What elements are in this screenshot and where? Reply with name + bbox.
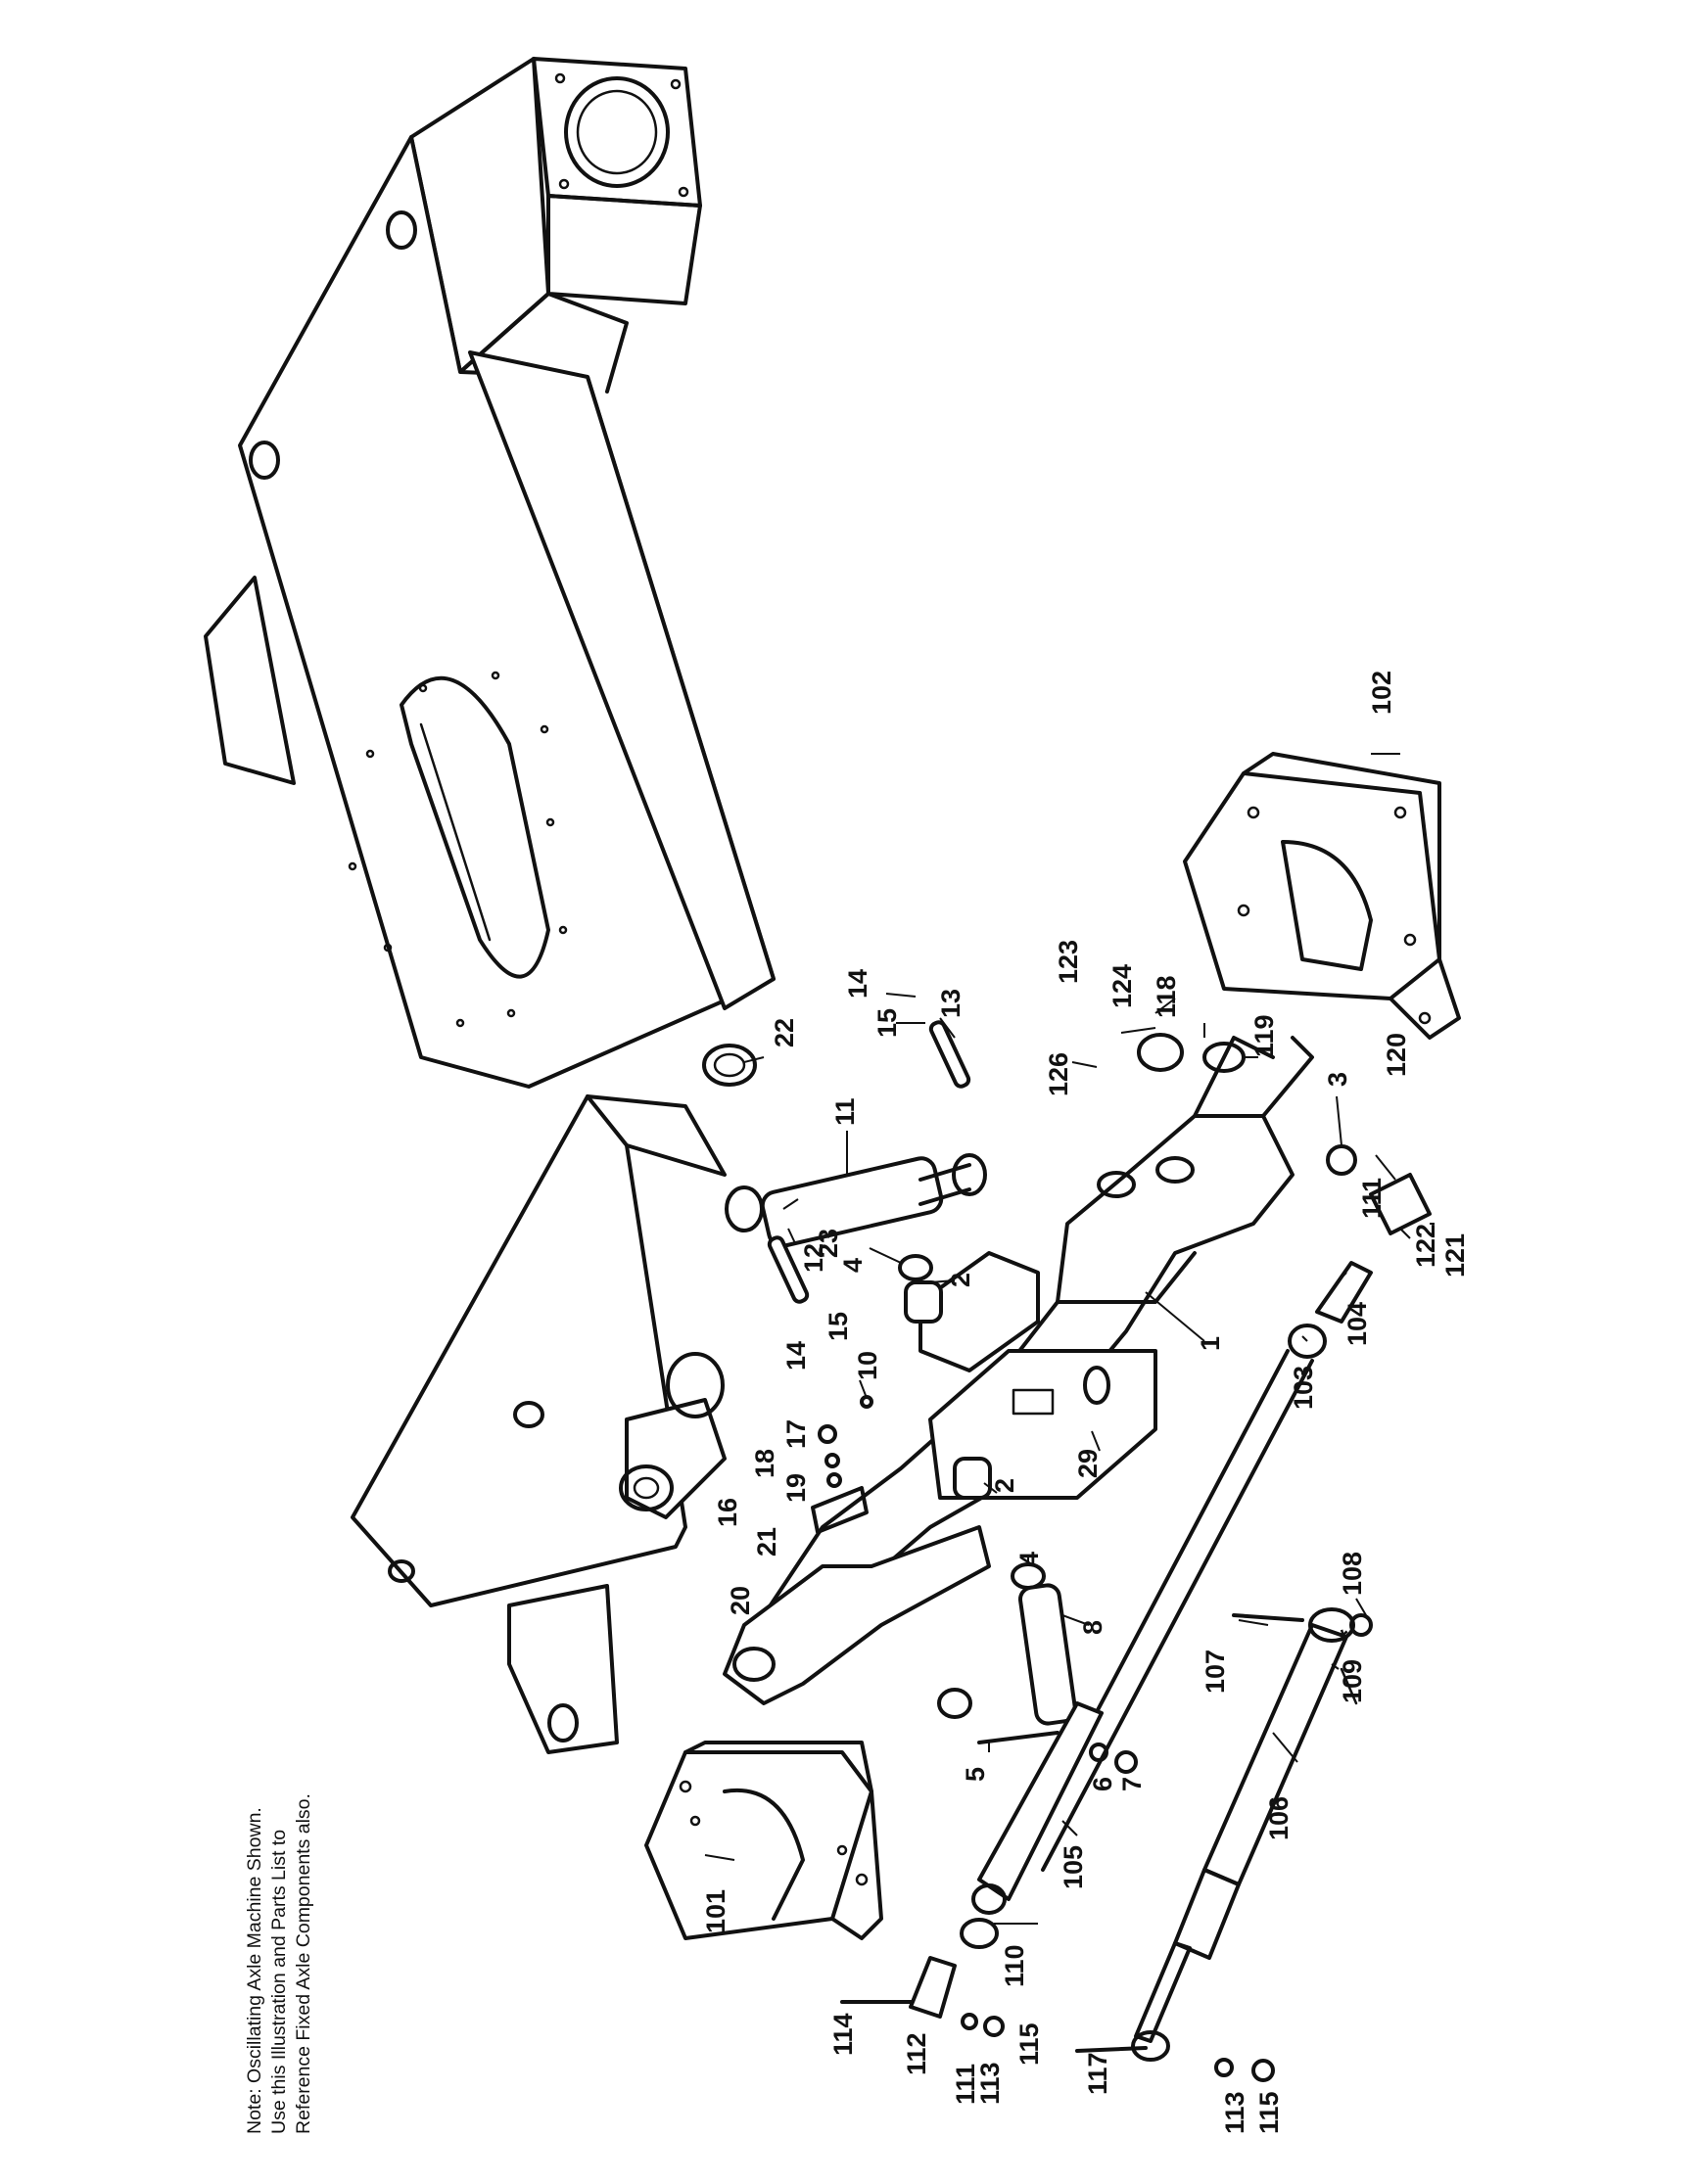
callout-114: 114 <box>828 2013 858 2056</box>
callout-104: 104 <box>1342 1302 1372 1346</box>
callout-12: 12 <box>799 1243 828 1273</box>
callout-4b: 4 <box>1014 1552 1044 1566</box>
callout-108: 108 <box>1338 1552 1367 1596</box>
callout-19: 19 <box>781 1473 811 1503</box>
callout-13: 13 <box>936 989 965 1018</box>
callout-113a: 113 <box>975 2062 1005 2105</box>
tie-rod-105 <box>971 1349 1314 1915</box>
steering-cylinder-106 <box>1075 1607 1373 2082</box>
callout-2b: 2 <box>990 1478 1019 1493</box>
callout-102: 102 <box>1367 671 1396 715</box>
callout-117: 117 <box>1083 2052 1112 2095</box>
callout-122: 122 <box>1411 1224 1440 1268</box>
callout-120: 120 <box>1382 1033 1411 1077</box>
callout-7: 7 <box>1117 1777 1147 1791</box>
callout-124: 124 <box>1107 964 1137 1008</box>
callout-115b: 115 <box>1254 2091 1284 2134</box>
callout-112: 112 <box>902 2032 931 2075</box>
callout-123: 123 <box>1054 940 1083 984</box>
callout-14b: 14 <box>781 1341 811 1371</box>
callout-111a: 111 <box>951 2064 980 2105</box>
callout-118: 118 <box>1152 975 1181 1018</box>
callout-2a: 2 <box>946 1273 975 1287</box>
callout-121: 121 <box>1440 1233 1470 1278</box>
callout-15b: 15 <box>824 1312 853 1341</box>
callout-111b: 111 <box>1357 1178 1387 1219</box>
main-frame <box>204 57 776 1754</box>
axle-frame-1 <box>723 1036 1314 1719</box>
callout-14a: 14 <box>843 969 872 999</box>
callout-107: 107 <box>1201 1650 1230 1694</box>
callout-103: 103 <box>1289 1366 1318 1410</box>
callout-109: 109 <box>1338 1659 1367 1703</box>
leader-lines <box>704 753 1435 1925</box>
callout-5: 5 <box>961 1767 990 1782</box>
callout-star: * <box>1333 1629 1362 1640</box>
pins-and-bushings <box>702 1020 1432 1774</box>
callout-29: 29 <box>1073 1449 1103 1478</box>
callout-101: 101 <box>701 1889 730 1933</box>
callout-3: 3 <box>1323 1072 1352 1087</box>
callout-113b: 113 <box>1220 2091 1249 2134</box>
callout-17: 17 <box>781 1419 811 1449</box>
callout-126: 126 <box>1044 1052 1073 1096</box>
callout-115a: 115 <box>1014 2022 1044 2066</box>
callout-labels: 1 2 2 3 4 4 5 6 7 8 10 11 12 13 14 14 15… <box>701 671 1470 2134</box>
callout-18: 18 <box>750 1449 779 1478</box>
callout-106: 106 <box>1264 1796 1294 1840</box>
callout-23: 23 <box>814 1229 843 1258</box>
callout-119: 119 <box>1249 1014 1279 1057</box>
callout-110: 110 <box>1000 1944 1029 1987</box>
callout-6: 6 <box>1088 1777 1117 1791</box>
cylinder-11 <box>725 1153 987 1248</box>
callout-1: 1 <box>1196 1336 1225 1351</box>
axle-housing-101 <box>644 1741 883 1940</box>
axle-housing-102 <box>1183 752 1461 1040</box>
callout-22: 22 <box>770 1018 799 1047</box>
drag-link-end <box>840 1918 1005 2037</box>
callout-4a: 4 <box>838 1258 868 1273</box>
callout-8: 8 <box>1078 1620 1107 1635</box>
callout-20: 20 <box>726 1586 755 1615</box>
callout-21: 21 <box>752 1527 781 1557</box>
callout-10: 10 <box>853 1351 882 1380</box>
callout-11: 11 <box>830 1097 860 1126</box>
callout-105: 105 <box>1059 1845 1088 1889</box>
callout-16: 16 <box>713 1498 742 1527</box>
callout-15a: 15 <box>872 1008 902 1038</box>
